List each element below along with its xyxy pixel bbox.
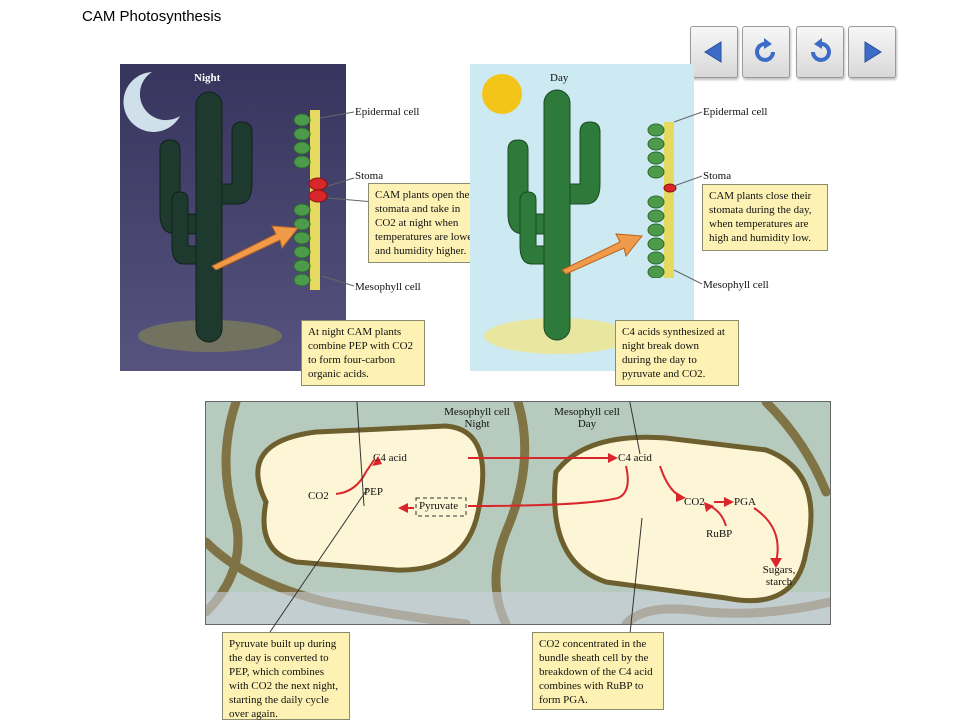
nav-toolbar [690, 26, 896, 78]
cell-title-line: Mesophyll cell [432, 406, 522, 418]
cell-title-line: Day [542, 418, 632, 430]
callout-line: pyruvate and CO2. [622, 367, 732, 381]
callout-line: breakdown of the C4 acid [539, 665, 657, 679]
moon-icon [123, 72, 180, 132]
callout-line: PEP, which combines [229, 665, 343, 679]
sugars-line: starch [754, 576, 804, 588]
cell-title-line: Mesophyll cell [542, 406, 632, 418]
replay-button[interactable] [742, 26, 790, 78]
reload-icon [805, 37, 835, 67]
day-pga-label: PGA [734, 496, 756, 508]
callout-line: during the day to [622, 353, 732, 367]
day-stoma-label: Stoma [703, 170, 731, 182]
callout-line: starting the daily cycle [229, 693, 343, 707]
day-c4-acid-label: C4 acid [618, 452, 652, 464]
night-stoma-label: Stoma [355, 170, 383, 182]
callout-line: to form four-carbon [308, 353, 418, 367]
bundle-sheath-callout: CO2 concentrated in the bundle sheath ce… [532, 632, 664, 710]
callout-line: combines with RuBP to [539, 679, 657, 693]
day-rubp-label: RuBP [706, 528, 732, 540]
night-title: Night [194, 72, 220, 84]
callout-line: bundle sheath cell by the [539, 651, 657, 665]
page-title: CAM Photosynthesis [82, 8, 221, 25]
callout-line: the day is converted to [229, 651, 343, 665]
day-acid-callout: C4 acids synthesized at night break down… [615, 320, 739, 386]
forward-button[interactable] [848, 26, 896, 78]
callout-line: over again. [229, 707, 343, 721]
triangle-right-icon [857, 37, 887, 67]
cactus-icon [160, 92, 252, 342]
callout-line: C4 acids synthesized at [622, 325, 732, 339]
pyruvate-callout: Pyruvate built up during the day is conv… [222, 632, 350, 720]
day-cell-title: Mesophyll cell Day [542, 406, 632, 430]
day-sugars-label: Sugars, starch [754, 564, 804, 588]
callout-line: organic acids. [308, 367, 418, 381]
night-mesophyll-label: Mesophyll cell [355, 281, 421, 293]
night-acid-callout: At night CAM plants combine PEP with CO2… [301, 320, 425, 386]
day-stomata-callout: CAM plants close their stomata during th… [702, 184, 828, 251]
callout-line: stomata during the day, [709, 203, 821, 217]
back-button[interactable] [690, 26, 738, 78]
day-epidermal-label: Epidermal cell [703, 106, 767, 118]
callout-line: when temperatures are [709, 217, 821, 231]
callout-line: combine PEP with CO2 [308, 339, 418, 353]
sugars-line: Sugars, [754, 564, 804, 576]
replay-icon [751, 37, 781, 67]
night-epidermal-label: Epidermal cell [355, 106, 419, 118]
night-c4-acid-label: C4 acid [373, 452, 407, 464]
callout-line: night break down [622, 339, 732, 353]
day-mesophyll-label: Mesophyll cell [703, 279, 769, 291]
triangle-left-icon [699, 37, 729, 67]
cell-title-line: Night [432, 418, 522, 430]
cactus-icon [508, 90, 600, 340]
day-pointer-arrow [560, 228, 644, 274]
callout-line: with CO2 the next night, [229, 679, 343, 693]
callout-line: At night CAM plants [308, 325, 418, 339]
callout-line: Pyruvate built up during [229, 637, 343, 651]
night-cell-title: Mesophyll cell Night [432, 406, 522, 430]
day-co2-label: CO2 [684, 496, 705, 508]
bottom-leader-lines [250, 480, 670, 640]
callout-line: CAM plants close their [709, 189, 821, 203]
callout-line: form PGA. [539, 693, 657, 707]
night-pointer-arrow [210, 220, 300, 270]
sun-icon [482, 74, 522, 114]
callout-line: high and humidity low. [709, 231, 821, 245]
day-title: Day [550, 72, 568, 84]
reload-button[interactable] [796, 26, 844, 78]
callout-line: CO2 concentrated in the [539, 637, 657, 651]
